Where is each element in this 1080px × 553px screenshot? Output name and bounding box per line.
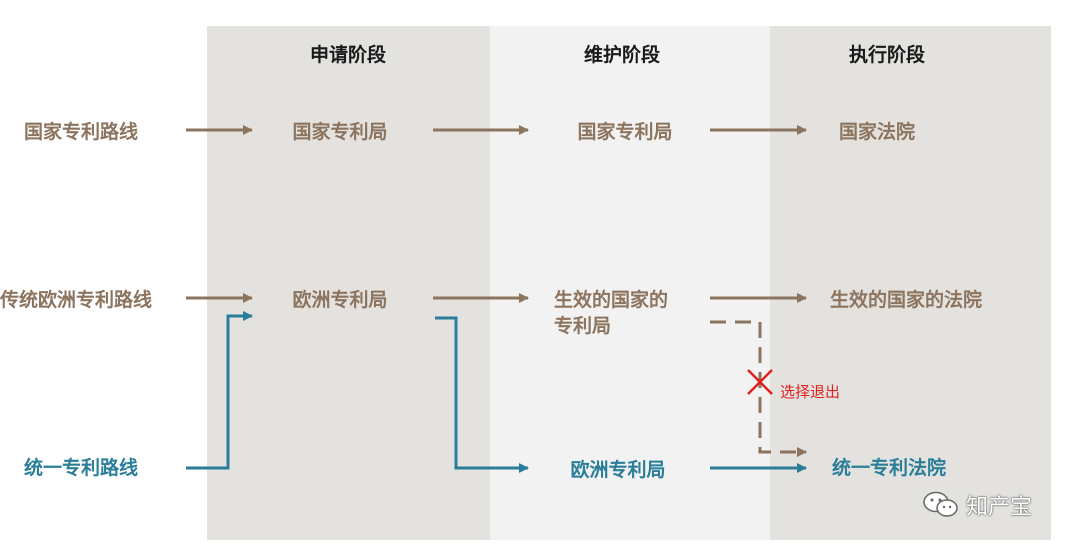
node-national-enforcement: 国家法院 bbox=[838, 121, 916, 143]
stage-title-maintenance: 维护阶段 bbox=[583, 44, 660, 66]
stage-band-maintenance bbox=[490, 26, 770, 540]
watermark-text: 知产宝 bbox=[966, 495, 1033, 520]
stage-band-application bbox=[207, 26, 490, 540]
node-traditional-maintenance-line2: 专利局 bbox=[554, 315, 612, 337]
route-name-unitary: 统一专利路线 bbox=[24, 457, 139, 479]
opt-out-label: 选择退出 bbox=[780, 383, 841, 401]
stage-title-enforcement: 执行阶段 bbox=[848, 44, 925, 66]
watermark: 知产宝 bbox=[922, 489, 1032, 521]
node-traditional-maintenance-line1: 生效的国家的 bbox=[554, 289, 669, 311]
wechat-icon bbox=[923, 491, 958, 517]
arrow-unitary-2 bbox=[435, 316, 529, 473]
arrow-unitary-1 bbox=[186, 311, 253, 470]
node-traditional-application: 欧洲专利局 bbox=[292, 289, 388, 311]
node-national-maintenance: 国家专利局 bbox=[577, 121, 673, 143]
stage-band-enforcement bbox=[770, 26, 1051, 540]
node-traditional-enforcement: 生效的国家的法院 bbox=[830, 289, 983, 311]
node-national-application: 国家专利局 bbox=[292, 121, 388, 143]
node-unitary-enforcement: 统一专利法院 bbox=[832, 457, 947, 479]
stage-title-application: 申请阶段 bbox=[309, 44, 386, 66]
opt-out-x-icon bbox=[747, 369, 773, 395]
arrow-opt-out-dashed bbox=[710, 320, 807, 457]
route-name-national: 国家专利路线 bbox=[24, 121, 139, 143]
node-unitary-maintenance: 欧洲专利局 bbox=[570, 459, 666, 481]
route-name-traditional-eu: 传统欧洲专利路线 bbox=[0, 289, 153, 311]
